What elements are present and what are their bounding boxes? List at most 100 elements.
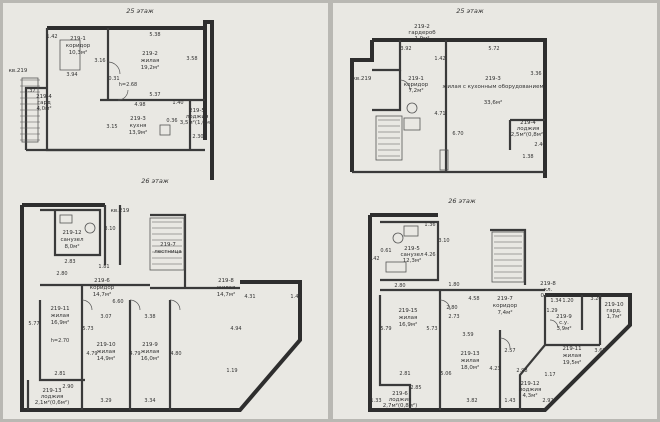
right-dim-3.10: 3.10 — [438, 238, 449, 244]
right-dim-2.46: 2.46 — [534, 142, 545, 148]
right-room-219-12-area: 4,3м² — [522, 392, 537, 399]
left-flat-label-26: кв.219 — [111, 208, 130, 214]
right-room-219-12-name: лоджия — [519, 387, 542, 393]
left-dim-4.80: 4.80 — [170, 351, 181, 357]
right-dim-4.71: 4.71 — [434, 111, 445, 117]
right-room-219-2-id: 219-2 — [414, 24, 430, 30]
left-room-219-2-id: 219-2 — [142, 51, 158, 57]
left-dim-1.42b: 1.42 — [290, 294, 301, 300]
right-room-219-1-name: коридор — [404, 82, 429, 88]
left-dim-3.10: 3.10 — [104, 226, 115, 232]
left-room-219-11-name: жилая — [51, 313, 70, 319]
left-floor25-plan — [20, 20, 214, 180]
left-dim-4.79a: 4.79 — [86, 351, 97, 357]
left-room-219-6-id: 219-6 — [94, 278, 110, 284]
left-room-219-5-area: 3,5м²(1,0м²) — [180, 119, 215, 126]
left-room-219-6-area: 14,7м² — [93, 291, 112, 298]
left-dim-2.83: 2.83 — [64, 259, 75, 265]
left-dim-5.77: 5.77 — [28, 321, 39, 327]
right-room-219-8-id: 219-8 — [540, 281, 556, 287]
left-room-219-3-area: 13,9м² — [129, 129, 148, 136]
right-floor25-title: 25 этаж — [456, 7, 484, 15]
right-room-219-9-area: 3,9м² — [556, 325, 571, 332]
right-dim-4.58: 4.58 — [468, 296, 479, 302]
left-room-219-4-area: 4,0м² — [36, 105, 51, 112]
right-room-219-5-id: 219-5 — [404, 246, 420, 252]
left-room-219-5-name: лоджия — [186, 114, 209, 120]
left-room-219-12-area: 8,0м² — [64, 243, 79, 250]
right-dim-2.57: 2.57 — [504, 348, 515, 354]
right-room-219-7-id: 219-7 — [497, 296, 513, 302]
left-plan-panel: 25 этаж 219-1 коридор 10,3м² 219-2 жилая… — [3, 3, 328, 419]
right-room-219-11-area: 19,5м² — [563, 359, 582, 366]
right-room-219-3-name: жилая с кухонным оборудованием — [442, 84, 543, 90]
right-floor25-plan — [350, 38, 547, 178]
left-dim-1.42: 1.42 — [46, 34, 57, 40]
left-dim-5.38: 5.38 — [149, 32, 160, 38]
left-floor25-title: 25 этаж — [126, 7, 154, 15]
left-room-219-10-id: 219-10 — [96, 342, 116, 348]
right-room-219-11-name: жилая — [563, 353, 582, 359]
right-dim-2.80b: 2.80 — [446, 305, 457, 311]
left-flat-label-25: кв.219 — [9, 68, 28, 74]
right-room-219-1-id: 219-1 — [408, 76, 424, 82]
right-plan-panel: 25 этаж кв.219 219-2 гардероб 1,9м² 219-… — [333, 3, 657, 419]
left-room-219-3-id: 219-3 — [130, 116, 146, 122]
right-dim-1.29: 1.29 — [546, 308, 557, 314]
left-floor26-plan — [20, 203, 302, 412]
right-dim-1.42: 1.42 — [434, 56, 445, 62]
left-dim-1.37: 1.37 — [24, 88, 35, 94]
left-room-219-10-name: жилая — [97, 349, 116, 355]
right-room-219-6-name: лоджия — [389, 397, 412, 403]
left-room-219-11-area: 16,9м² — [51, 319, 70, 326]
right-dim-5.06: 5.06 — [440, 371, 451, 377]
right-room-219-5-name: санузел — [400, 252, 424, 258]
right-room-219-15-name: жилая — [399, 315, 418, 321]
right-dim-2.81: 2.81 — [399, 371, 410, 377]
left-room-219-8-name: жилая — [217, 285, 236, 291]
left-dim-5.73: 5.73 — [82, 326, 93, 332]
right-dim-1.80: 1.80 — [448, 282, 459, 288]
left-dim-2.81: 2.81 — [54, 371, 65, 377]
right-dim-4.26: 4.26 — [424, 252, 435, 258]
right-dim-1.34: 1.34 — [550, 298, 561, 304]
right-dim-2.98: 2.98 — [516, 368, 527, 374]
left-dim-1.40: 1.40 — [172, 100, 183, 106]
left-room-219-8-id: 219-8 — [218, 278, 234, 284]
right-dim-2.73: 2.73 — [448, 314, 459, 320]
left-room-219-10-area: 14,9м² — [97, 355, 116, 362]
right-dim-3.82: 3.82 — [466, 398, 477, 404]
left-dim-4.98: 4.98 — [134, 102, 145, 108]
right-flat-label-25: кв.219 — [353, 76, 372, 82]
right-room-219-9-name: с.у. — [559, 320, 569, 326]
left-dim-6.60: 6.60 — [112, 299, 123, 305]
left-room-219-4-name: гард — [37, 100, 51, 106]
right-dim-5.72: 5.72 — [488, 46, 499, 52]
right-room-219-10-name: гард. — [606, 308, 622, 314]
right-dim-3.59: 3.59 — [462, 332, 473, 338]
right-dim-1.38: 1.38 — [522, 154, 533, 160]
right-room-219-4-name: лоджия — [517, 126, 540, 132]
left-dim-1.81: 1.81 — [98, 264, 109, 270]
left-room-219-11-id: 219-11 — [50, 306, 69, 312]
left-room-219-12-id: 219-12 — [62, 230, 81, 236]
left-room-219-1-area: 10,3м² — [69, 49, 88, 56]
right-room-219-10-area: 1,7м² — [606, 313, 621, 320]
right-room-219-13-area: 18,0м² — [461, 364, 480, 371]
right-room-219-5-area: 12,3м² — [403, 257, 422, 264]
left-room-219-7-id: 219-7 — [160, 242, 176, 248]
right-room-219-6-area: 2,7м²(0,8м²) — [383, 402, 418, 409]
right-room-219-15-id: 219-15 — [398, 308, 417, 314]
right-room-219-8-name: кл. — [544, 287, 553, 293]
left-dim-h270: h=2.70 — [51, 338, 70, 344]
right-dim-2.42: 2.42 — [368, 256, 379, 262]
left-dim-4.79b: 4.79 — [129, 351, 140, 357]
left-dim-1.19: 1.19 — [226, 368, 237, 374]
left-room-219-6-name: коридор — [90, 285, 115, 291]
left-room-219-4-id: 219-4 — [36, 94, 52, 100]
right-dim-5.79: 5.79 — [380, 326, 391, 332]
left-dim-3.34: 3.34 — [144, 398, 155, 404]
left-dim-3.16: 3.16 — [94, 58, 105, 64]
right-floor26-title: 26 этаж — [448, 197, 476, 205]
